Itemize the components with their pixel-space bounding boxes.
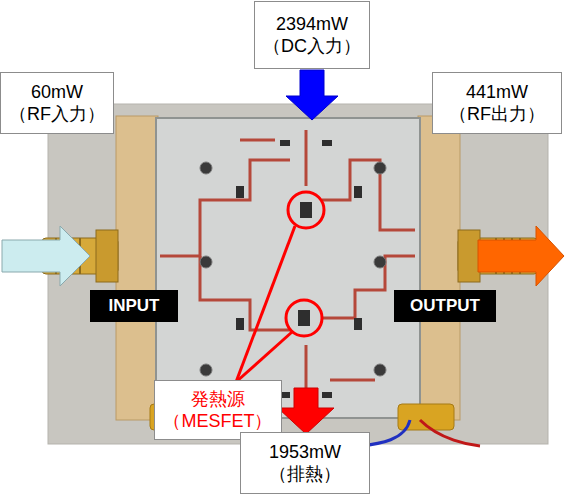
heat-source-callout: 発熱源（MESFET）: [154, 380, 282, 440]
power-callout: 2394mW（DC入力）: [254, 1, 370, 69]
node-text: OUTPUT: [410, 295, 480, 316]
rf-out-arrow: [478, 226, 564, 286]
side-block: [418, 116, 460, 420]
photo-ground: [48, 104, 548, 444]
port-tag: INPUT: [90, 290, 178, 322]
node-text: （MESFET）: [163, 410, 272, 433]
power-callout: 60mW（RF入力）: [0, 72, 114, 134]
node-text: （RF入力）: [9, 103, 105, 126]
node-text: 1953mW: [269, 441, 341, 464]
dc-arrow: [286, 70, 338, 120]
power-callout: 1953mW（排熱）: [240, 432, 370, 494]
pcb-trace: [160, 130, 415, 405]
rf-in-arrow: [2, 226, 90, 286]
node-text: 60mW: [31, 81, 83, 104]
highlight-circle: [288, 192, 324, 228]
node-text: 発熱源: [191, 388, 245, 411]
node-text: （RF出力）: [449, 103, 545, 126]
pcb-screw: [200, 162, 386, 376]
power-callout: 441mW（RF出力）: [432, 72, 562, 134]
node-text: 2394mW: [276, 13, 348, 36]
leader-line: [236, 226, 295, 382]
highlight-circle: [286, 300, 322, 336]
node-text: 441mW: [466, 81, 528, 104]
node-text: （DC入力）: [263, 35, 361, 58]
side-block: [116, 116, 158, 420]
node-text: （排熱）: [269, 463, 341, 486]
node-text: INPUT: [109, 295, 160, 316]
heat-arrow: [278, 388, 334, 434]
pcb-component: [236, 140, 362, 398]
wire: [420, 420, 480, 446]
port-tag: OUTPUT: [394, 290, 496, 322]
leader-line: [236, 332, 292, 382]
pcb-board: [156, 118, 420, 418]
